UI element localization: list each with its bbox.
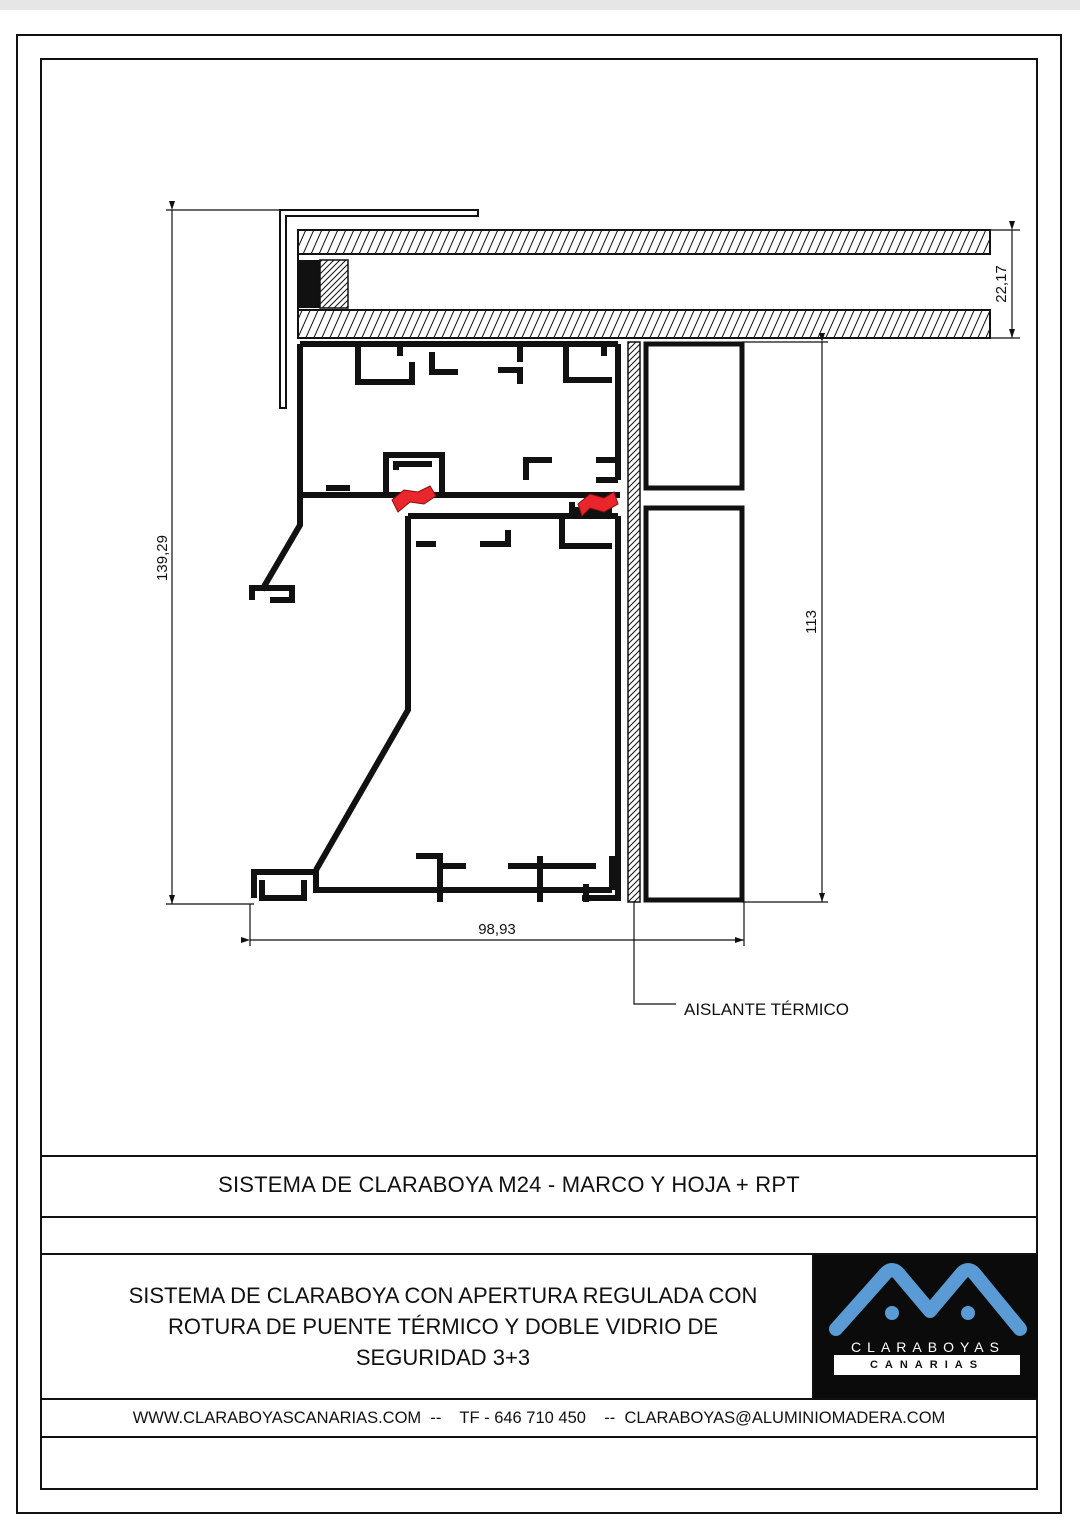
- thermal-insulation-strip: [627, 341, 641, 903]
- sash-profile: [251, 502, 621, 902]
- double-glazing: [297, 229, 991, 339]
- mountain-peaks-icon: [829, 1263, 1027, 1336]
- insulation-leader: [633, 902, 676, 1005]
- dimension-glass-label: 22,17: [993, 265, 1010, 303]
- drawing-description: SISTEMA DE CLARABOYA CON APERTURA REGULA…: [60, 1266, 826, 1386]
- frame-profile: [249, 341, 621, 603]
- dimension-width-label: 98,93: [478, 921, 516, 938]
- dimension-inner-height: [742, 333, 828, 903]
- sheet-outer-border: [16, 34, 1062, 1514]
- title-block-divider: [40, 1216, 1038, 1218]
- dimension-width: [241, 902, 745, 946]
- description-line: SEGURIDAD 3+3: [355, 1344, 531, 1370]
- tube-profiles: [643, 341, 745, 903]
- title-block-divider: [40, 1436, 1038, 1438]
- description-line: SISTEMA DE CLARABOYA CON APERTURA REGULA…: [128, 1282, 758, 1308]
- thermal-break-gaskets: [391, 485, 619, 517]
- title-block-divider: [40, 1253, 1038, 1255]
- logo-divider: [812, 1255, 814, 1398]
- drawing-title: SISTEMA DE CLARABOYA M24 - MARCO Y HOJA …: [218, 1172, 800, 1197]
- logo-name: CLARABOYAS: [851, 1339, 1005, 1355]
- company-logo: CLARABOYAS CANARIAS: [812, 1255, 1038, 1398]
- sheet-inner-border: [40, 58, 1038, 1490]
- title-block-divider: [40, 1155, 1038, 1157]
- dimension-total-height-label: 139,29: [154, 535, 171, 581]
- top-band: [0, 0, 1080, 10]
- contact-footer: WWW.CLARABOYASCANARIAS.COM -- TF - 646 7…: [132, 1408, 946, 1427]
- logo-region: CANARIAS: [834, 1355, 1020, 1375]
- description-line: ROTURA DE PUENTE TÉRMICO Y DOBLE VIDRIO …: [167, 1313, 719, 1339]
- dimension-glass: [990, 221, 1020, 339]
- title-block-divider: [40, 1398, 1038, 1400]
- dimension-total-height: [166, 201, 280, 905]
- dimension-inner-height-label: 113: [803, 610, 820, 634]
- insulation-label: AISLANTE TÉRMICO: [684, 1000, 849, 1019]
